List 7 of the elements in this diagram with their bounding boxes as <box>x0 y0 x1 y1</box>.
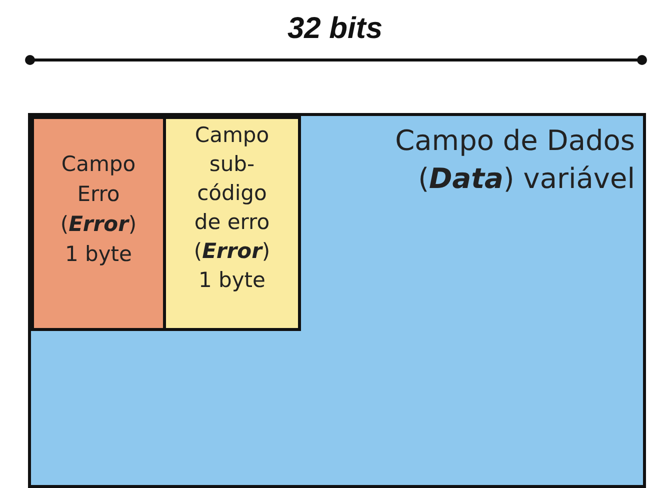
dimension-label: 32 bits <box>286 12 384 46</box>
field-label: Campo de Dados (Data) variável <box>394 123 635 197</box>
field-label: Campo sub-código de erro (Error) 1 byte <box>192 122 272 294</box>
error-field <box>31 116 166 331</box>
data-field <box>28 113 646 488</box>
error-subcode-field <box>163 116 301 331</box>
field-label: Campo Erro (Error) 1 byte <box>59 151 138 268</box>
